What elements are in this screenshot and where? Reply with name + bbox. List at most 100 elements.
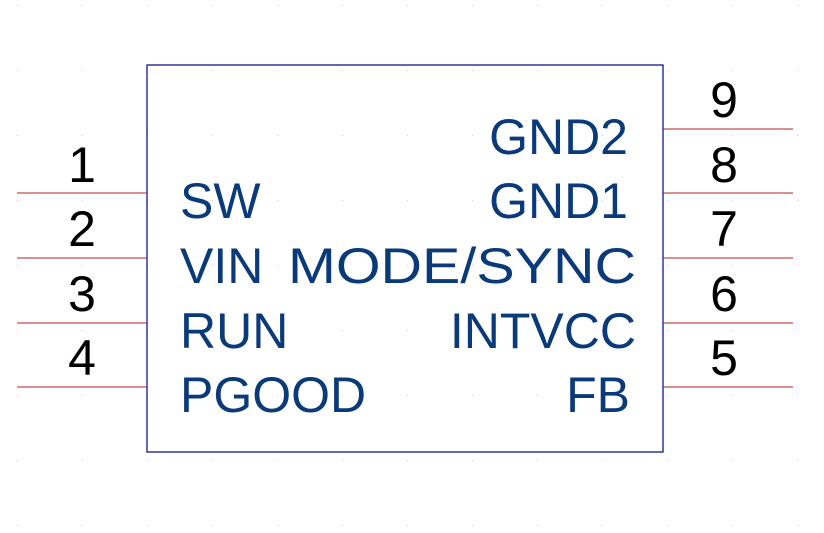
- grid-dot: [537, 200, 538, 201]
- grid-dot: [82, 525, 83, 526]
- grid-dot: [277, 265, 278, 266]
- grid-dot: [407, 200, 408, 201]
- grid-dot: [212, 200, 213, 201]
- pin-7-number: 7: [710, 201, 738, 257]
- grid-dot: [472, 135, 473, 136]
- pin-3[interactable]: 3 RUN: [17, 266, 288, 359]
- pin-1-name: SW: [180, 173, 261, 229]
- pin-7[interactable]: 7 MODE/SYNC: [288, 201, 793, 294]
- pin-3-number: 3: [68, 266, 96, 322]
- grid-dot: [667, 265, 668, 266]
- pin-6-number: 6: [710, 266, 738, 322]
- grid-dot: [277, 5, 278, 6]
- grid-dot: [602, 200, 603, 201]
- grid-dot: [732, 395, 733, 396]
- grid-dot: [797, 265, 798, 266]
- grid-dot: [147, 525, 148, 526]
- grid-dot: [17, 70, 18, 71]
- grid-dot: [667, 200, 668, 201]
- grid-dot: [82, 200, 83, 201]
- pin-1-number: 1: [68, 137, 96, 193]
- grid-dot: [342, 460, 343, 461]
- grid-dot: [342, 135, 343, 136]
- grid-dot: [82, 460, 83, 461]
- grid-dot: [212, 460, 213, 461]
- grid-dot: [732, 200, 733, 201]
- pin-4[interactable]: 4 PGOOD: [17, 330, 366, 423]
- grid-dot: [667, 70, 668, 71]
- grid-dot: [667, 525, 668, 526]
- grid-dot: [732, 525, 733, 526]
- grid-dot: [732, 330, 733, 331]
- grid-dot: [277, 200, 278, 201]
- grid-dot: [17, 265, 18, 266]
- grid-dot: [147, 5, 148, 6]
- grid-dot: [797, 330, 798, 331]
- grid-dot: [797, 200, 798, 201]
- pin-6[interactable]: 6 INTVCC: [450, 266, 793, 359]
- grid-dot: [472, 265, 473, 266]
- grid-dot: [342, 395, 343, 396]
- pin-4-name: PGOOD: [180, 367, 366, 423]
- grid-dot: [472, 460, 473, 461]
- grid-dot: [82, 330, 83, 331]
- grid-dot: [732, 265, 733, 266]
- grid-dot: [797, 70, 798, 71]
- grid-dot: [537, 70, 538, 71]
- pin-6-name: INTVCC: [450, 303, 636, 359]
- grid-dot: [602, 330, 603, 331]
- grid-dot: [17, 330, 18, 331]
- grid-dot: [277, 525, 278, 526]
- grid-dot: [342, 70, 343, 71]
- pin-8[interactable]: 8 GND1: [489, 137, 793, 229]
- pin-9[interactable]: 9 GND2: [489, 72, 793, 165]
- grid-dot: [797, 525, 798, 526]
- grid-dot: [82, 265, 83, 266]
- grid-dot: [82, 395, 83, 396]
- grid-dot: [407, 395, 408, 396]
- pin-3-name: RUN: [180, 303, 288, 359]
- pin-2-number: 2: [68, 201, 96, 257]
- grid-dot: [17, 200, 18, 201]
- grid-dot: [82, 70, 83, 71]
- grid-dot: [537, 460, 538, 461]
- grid-dot: [212, 330, 213, 331]
- grid-dot: [277, 70, 278, 71]
- grid-dot: [537, 5, 538, 6]
- grid-dot: [667, 330, 668, 331]
- grid-dot: [472, 70, 473, 71]
- grid-dot: [732, 70, 733, 71]
- pin-2[interactable]: 2 VIN: [17, 201, 263, 294]
- grid-dot: [537, 525, 538, 526]
- grid-dot: [472, 200, 473, 201]
- grid-dot: [537, 265, 538, 266]
- grid-dot: [537, 135, 538, 136]
- grid-dot: [602, 395, 603, 396]
- grid-dot: [277, 135, 278, 136]
- grid-dot: [797, 5, 798, 6]
- grid-dot: [212, 135, 213, 136]
- grid-dot: [277, 330, 278, 331]
- grid-dot: [732, 460, 733, 461]
- grid-dot: [17, 525, 18, 526]
- grid-dot: [342, 330, 343, 331]
- grid-dot: [472, 5, 473, 6]
- grid-dot: [797, 460, 798, 461]
- pin-5[interactable]: 5 FB: [566, 330, 793, 423]
- grid-dot: [212, 5, 213, 6]
- grid-dot: [342, 265, 343, 266]
- grid-dot: [407, 265, 408, 266]
- grid-dot: [602, 70, 603, 71]
- pin-1[interactable]: 1 SW: [17, 137, 261, 229]
- grid-dot: [667, 460, 668, 461]
- grid-dot: [537, 395, 538, 396]
- grid-dot: [407, 135, 408, 136]
- grid-dot: [602, 265, 603, 266]
- grid-dot: [667, 395, 668, 396]
- grid-dot: [17, 135, 18, 136]
- grid-dot: [212, 395, 213, 396]
- grid-dot: [797, 135, 798, 136]
- grid-dot: [797, 395, 798, 396]
- grid-dot: [602, 135, 603, 136]
